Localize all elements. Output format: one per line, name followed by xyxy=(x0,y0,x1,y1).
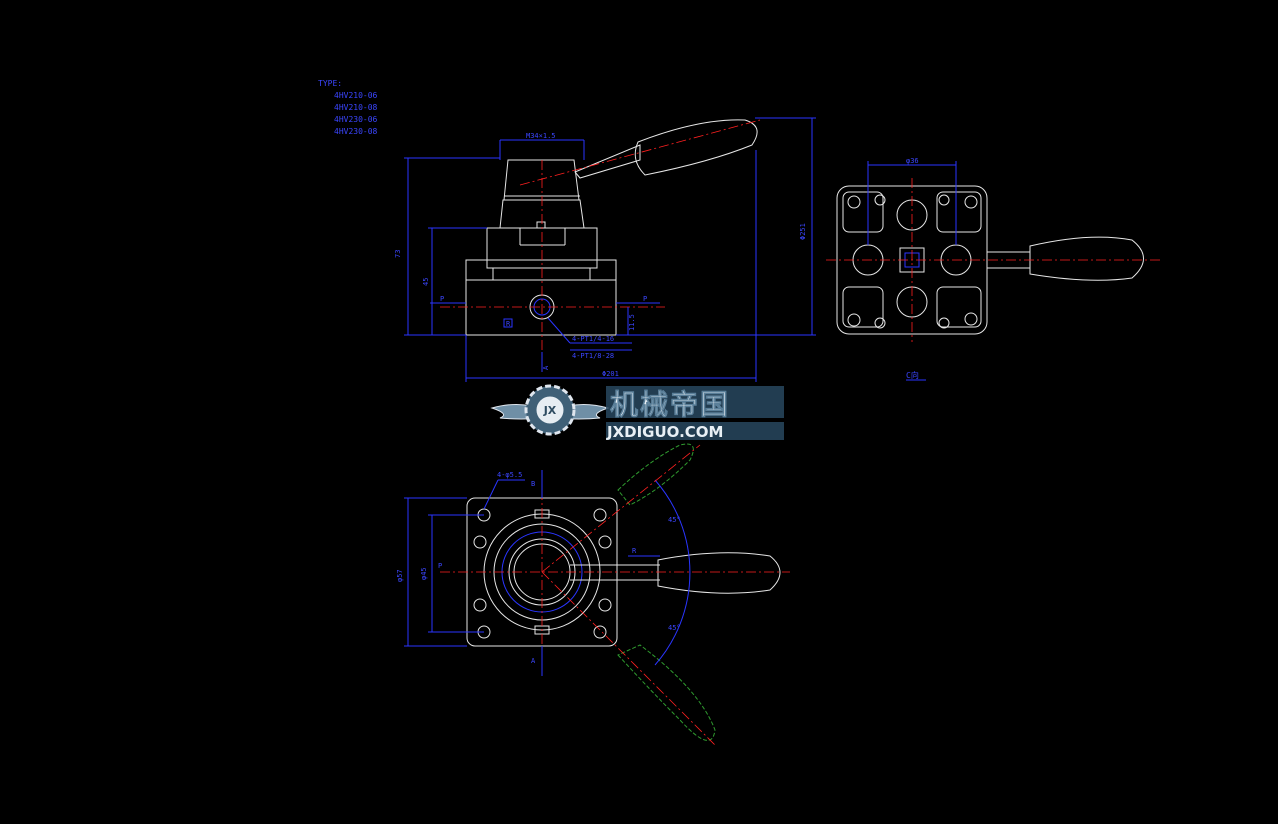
port-left-label: P xyxy=(440,295,444,303)
lever-handle xyxy=(634,119,758,176)
side-view: φ36 C向 xyxy=(826,157,1160,381)
top-label-r: R xyxy=(632,547,637,555)
height-left-dim: 73 xyxy=(394,250,402,258)
type-heading: TYPE: xyxy=(318,79,342,88)
height-overall-dim: Φ251 xyxy=(799,223,807,240)
watermark-emblem: JX xyxy=(543,404,557,417)
port-note-2: 4-PT1/8-28 xyxy=(572,352,614,360)
lever-phantom-upper xyxy=(617,443,694,506)
side-lever-handle xyxy=(1029,236,1144,281)
valve-body xyxy=(465,259,617,336)
height-mid-dim: 45 xyxy=(422,278,430,286)
type-model-1: 4HV210-06 xyxy=(334,91,378,100)
top-lever-handle xyxy=(657,552,781,594)
front-view: M34×1.5 73 45 Φ251 11.5 Φ201 4-PT1/4-16 … xyxy=(394,117,816,382)
port-mark-label: R xyxy=(506,320,511,328)
knob-base xyxy=(499,199,585,229)
port-note-1: 4-PT1/4-16 xyxy=(572,335,614,343)
top-label-p: P xyxy=(438,562,442,570)
type-model-4: 4HV230-08 xyxy=(334,127,378,136)
side-view-label: C向 xyxy=(906,370,919,380)
watermark: JX 机械帝国 JXDIGUO.COM xyxy=(490,384,784,441)
thread-dim: M34×1.5 xyxy=(526,132,556,140)
height-small-dim: 11.5 xyxy=(628,314,636,331)
lever-arm xyxy=(574,144,641,179)
type-model-3: 4HV230-06 xyxy=(334,115,378,124)
top-holes-note: 4-φ5.5 xyxy=(497,471,522,479)
top-angle-upper: 45° xyxy=(668,516,681,524)
top-label-b: B xyxy=(531,480,535,488)
top-view: φ57 φ45 4-φ5.5 B A P R 45° 45° xyxy=(396,443,790,746)
top-label-a: A xyxy=(531,657,536,665)
top-dim-outer: φ57 xyxy=(396,569,404,582)
port-bottom-label: A xyxy=(542,365,550,370)
knob xyxy=(503,159,580,201)
side-dim-top: φ36 xyxy=(906,157,919,165)
top-angle-lower: 45° xyxy=(668,624,681,632)
type-block: TYPE: 4HV210-06 4HV210-08 4HV230-06 4HV2… xyxy=(318,79,378,136)
lever-phantom-lower xyxy=(617,644,716,741)
watermark-url: JXDIGUO.COM xyxy=(606,423,723,441)
top-dim-inner: φ45 xyxy=(420,567,428,580)
watermark-brand: 机械帝国 xyxy=(610,388,730,421)
type-model-2: 4HV210-08 xyxy=(334,103,378,112)
port-right-label: P xyxy=(643,295,647,303)
width-bottom-dim: Φ201 xyxy=(602,370,619,378)
port-mark-box xyxy=(503,318,513,328)
